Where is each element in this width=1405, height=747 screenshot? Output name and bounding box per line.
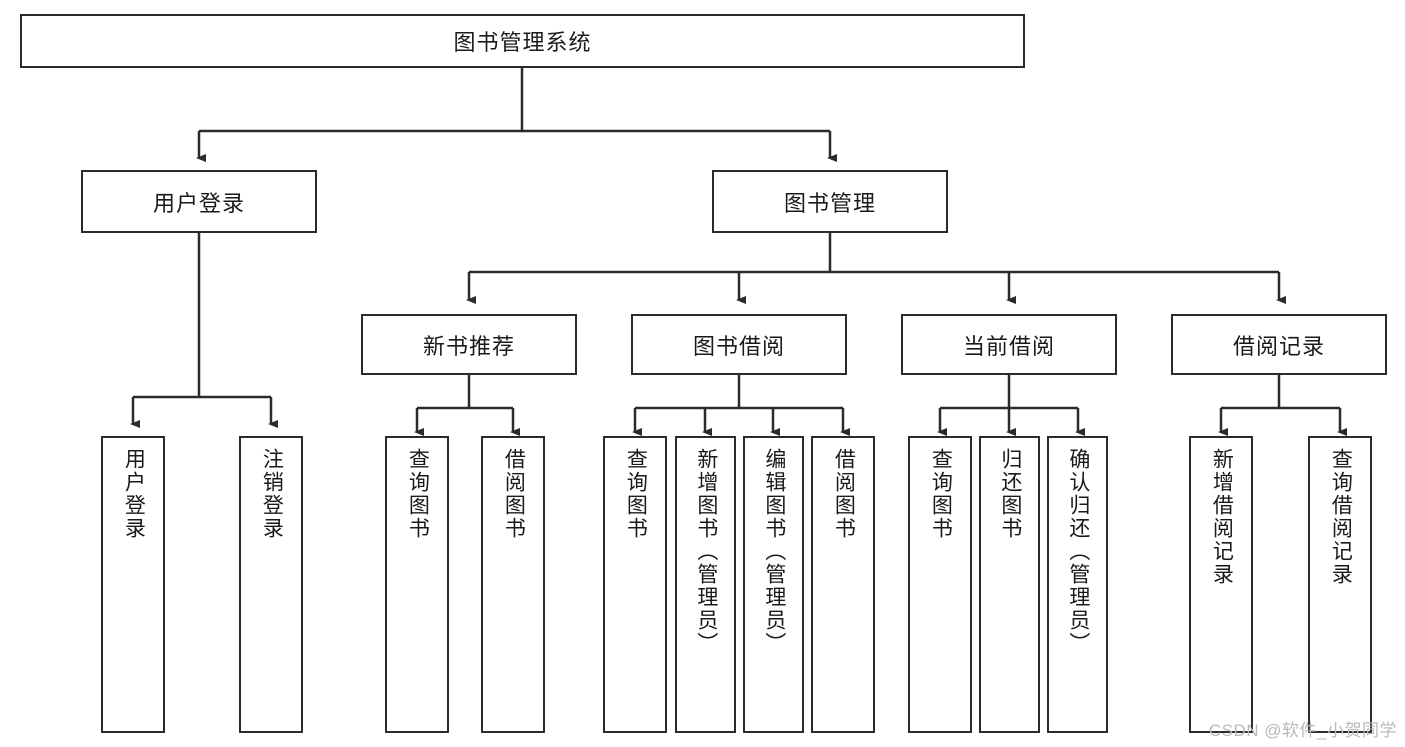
leaf-book-borrow-query-books[interactable]: 查询图书 <box>603 436 667 733</box>
leaf-new-book-borrow-books[interactable]: 借阅图书 <box>481 436 545 733</box>
leaf-current-borrow-query-books[interactable]: 查询图书 <box>908 436 972 733</box>
node-label: 编辑图书（管理员） <box>762 448 786 655</box>
leaf-user-login-logout[interactable]: 注销登录 <box>239 436 303 733</box>
node-label: 图书管理 <box>783 190 876 216</box>
node-label: 新增图书（管理员） <box>694 448 718 655</box>
leaf-current-borrow-return-books[interactable]: 归还图书 <box>979 436 1040 733</box>
node-label: 用户登录 <box>122 448 146 540</box>
leaf-book-borrow-borrow-books[interactable]: 借阅图书 <box>811 436 875 733</box>
leaf-current-borrow-confirm-return-admin[interactable]: 确认归还（管理员） <box>1047 436 1108 733</box>
node-label: 查询图书 <box>929 448 953 540</box>
node-root-book-management-system[interactable]: 图书管理系统 <box>20 14 1025 68</box>
leaf-book-borrow-add-book-admin[interactable]: 新增图书（管理员） <box>675 436 736 733</box>
node-label: 用户登录 <box>152 190 245 216</box>
node-label: 新书推荐 <box>422 333 515 359</box>
leaf-borrow-record-query-record[interactable]: 查询借阅记录 <box>1308 436 1372 733</box>
node-book-borrowing[interactable]: 图书借阅 <box>631 314 847 375</box>
node-label: 借阅记录 <box>1232 333 1325 359</box>
node-label: 借阅图书 <box>502 448 526 540</box>
node-borrowing-record[interactable]: 借阅记录 <box>1171 314 1387 375</box>
node-label: 确认归还（管理员） <box>1066 448 1090 655</box>
leaf-new-book-query-books[interactable]: 查询图书 <box>385 436 449 733</box>
node-label: 查询图书 <box>624 448 648 540</box>
leaf-book-borrow-edit-book-admin[interactable]: 编辑图书（管理员） <box>743 436 804 733</box>
csdn-watermark: CSDN @软件_小贺同学 <box>1208 721 1397 740</box>
node-book-management[interactable]: 图书管理 <box>712 170 948 233</box>
node-label: 归还图书 <box>998 448 1022 540</box>
node-label: 新增借阅记录 <box>1210 448 1234 586</box>
leaf-user-login-login[interactable]: 用户登录 <box>101 436 165 733</box>
node-label: 图书管理系统 <box>453 30 592 55</box>
node-label: 注销登录 <box>260 448 284 540</box>
node-current-borrowing[interactable]: 当前借阅 <box>901 314 1117 375</box>
node-label: 借阅图书 <box>832 448 856 540</box>
node-user-login[interactable]: 用户登录 <box>81 170 317 233</box>
node-label: 当前借阅 <box>962 333 1055 359</box>
node-label: 查询图书 <box>406 448 430 540</box>
node-label: 查询借阅记录 <box>1329 448 1353 586</box>
node-label: 图书借阅 <box>692 333 785 359</box>
leaf-borrow-record-add-record[interactable]: 新增借阅记录 <box>1189 436 1253 733</box>
node-new-book-recommendation[interactable]: 新书推荐 <box>361 314 577 375</box>
